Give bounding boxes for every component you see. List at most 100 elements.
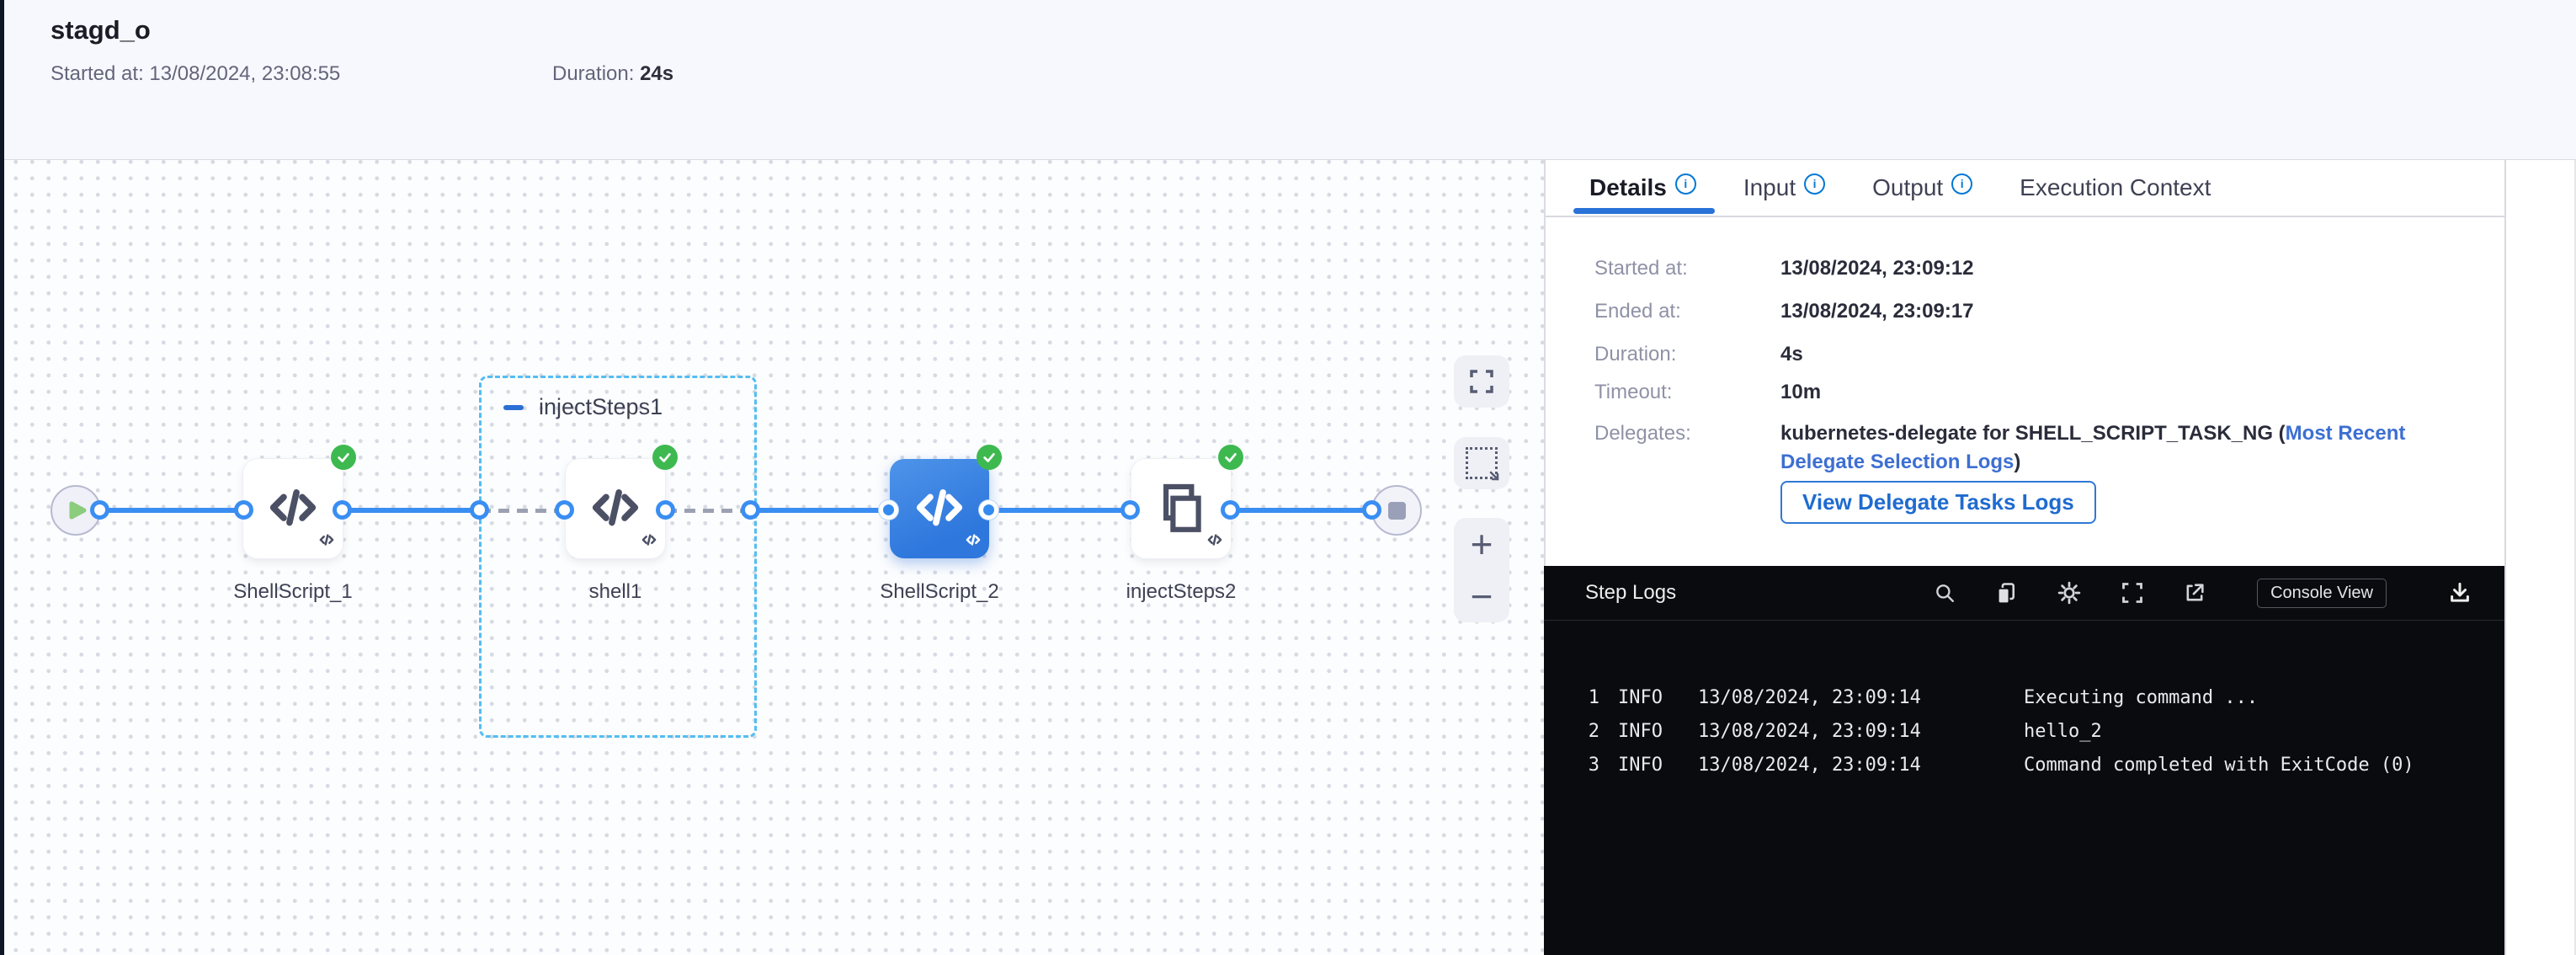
code-mini-icon <box>641 531 657 552</box>
canvas-marquee-select-button[interactable] <box>1454 437 1509 489</box>
code-icon <box>588 480 643 536</box>
canvas-zoom-controls: + − <box>1454 518 1509 622</box>
log-timestamp: 13/08/2024, 23:09:14 <box>1698 687 1921 708</box>
duration-text: Duration: 24s <box>552 62 674 85</box>
step-node-injectsteps2[interactable] <box>1131 459 1231 558</box>
field-label: Delegates: <box>1594 422 1691 445</box>
log-message: Executing command ... <box>2024 687 2259 708</box>
scrollbar-gutter[interactable] <box>2504 160 2576 955</box>
port <box>555 500 574 520</box>
port <box>979 500 998 520</box>
field-row: Duration: 4s <box>1594 340 2454 369</box>
code-mini-icon <box>318 531 335 552</box>
edge <box>1231 508 1372 513</box>
step-group-copy-icon <box>1153 480 1209 536</box>
port <box>90 500 109 520</box>
step-logs-header: Step Logs Console View <box>1544 566 2504 621</box>
port <box>1221 500 1240 520</box>
tab-execution-context[interactable]: Execution Context <box>2020 174 2211 200</box>
view-delegate-tasks-logs-button[interactable]: View Delegate Tasks Logs <box>1780 481 2096 524</box>
edge <box>100 508 243 513</box>
field-value: 10m <box>1780 381 1822 403</box>
delegates-value: kubernetes-delegate for SHELL_SCRIPT_TAS… <box>1780 422 2406 473</box>
step-node-shellscript-1[interactable] <box>243 459 343 558</box>
zoom-out-button[interactable]: − <box>1470 574 1493 618</box>
port <box>1362 500 1381 520</box>
open-in-new-tab-icon[interactable] <box>2183 581 2206 605</box>
log-toolbar: Console View <box>1934 578 2472 608</box>
port <box>470 500 489 520</box>
code-mini-icon <box>965 531 982 552</box>
info-icon[interactable]: i <box>1951 173 1973 195</box>
field-row: Timeout: 10m <box>1594 378 2454 407</box>
step-label[interactable]: injectSteps2 <box>1126 580 1237 603</box>
info-icon[interactable]: i <box>1674 173 1696 195</box>
log-level: INFO <box>1618 721 1663 742</box>
field-label: Timeout: <box>1594 381 1673 403</box>
console-view-button[interactable]: Console View <box>2257 578 2387 608</box>
collapse-group-icon[interactable] <box>503 405 524 410</box>
log-timestamp: 13/08/2024, 23:09:14 <box>1698 755 1921 776</box>
port <box>656 500 675 520</box>
step-group-injectSteps1[interactable] <box>479 376 757 738</box>
port <box>741 500 760 520</box>
step-label[interactable]: ShellScript_1 <box>233 580 353 603</box>
success-check-icon <box>977 445 1002 470</box>
success-check-icon <box>331 445 356 470</box>
edge <box>751 508 889 513</box>
field-value: 4s <box>1780 343 1803 365</box>
stage-header: stagd_o Started at: 13/08/2024, 23:08:55… <box>0 0 2576 160</box>
copy-logs-icon[interactable] <box>1994 581 2018 605</box>
port <box>1120 500 1140 520</box>
active-tab-underline <box>1573 208 1715 214</box>
success-check-icon <box>652 445 678 470</box>
port <box>879 500 898 520</box>
code-icon <box>265 480 321 536</box>
field-label: Ended at: <box>1594 300 1681 323</box>
field-label: Started at: <box>1594 257 1688 280</box>
stage-title: stagd_o <box>51 15 151 45</box>
field-label: Duration: <box>1594 343 1677 365</box>
log-line: 1 INFO 13/08/2024, 23:09:14 Executing comma… <box>1544 681 2504 715</box>
log-message: Command completed with ExitCode (0) <box>2024 755 2414 776</box>
marquee-select-icon <box>1466 447 1499 481</box>
field-row: Started at:13/08/2024, 23:09:12 <box>1594 254 2454 283</box>
stop-icon <box>1387 501 1406 520</box>
delegate-selection-logs-link[interactable]: Most Recent Delegate Selection Logs <box>1780 422 2406 473</box>
field-row: Ended at: 13/08/2024, 23:09:17 <box>1594 297 2454 326</box>
started-at-text: Started at: 13/08/2024, 23:08:55 <box>51 62 341 85</box>
field-value: 13/08/2024, 23:09:17 <box>1780 300 1974 323</box>
step-label[interactable]: ShellScript_2 <box>880 580 999 603</box>
log-message: hello_2 <box>2024 721 2102 742</box>
log-level: INFO <box>1618 687 1663 708</box>
port <box>234 500 253 520</box>
field-row-delegates: Delegates: kubernetes-delegate for SHELL… <box>1594 419 2454 477</box>
code-mini-icon <box>1206 531 1223 552</box>
step-node-shell1[interactable] <box>566 459 665 558</box>
log-fullscreen-icon[interactable] <box>2121 581 2144 605</box>
zoom-in-button[interactable]: + <box>1470 522 1493 566</box>
search-icon[interactable] <box>1934 582 1956 604</box>
play-icon <box>69 501 87 520</box>
info-icon[interactable]: i <box>1804 173 1826 195</box>
step-node-shellscript-2-selected[interactable] <box>890 459 989 558</box>
step-group-label[interactable]: injectSteps1 <box>539 394 663 419</box>
download-logs-icon[interactable] <box>2447 580 2472 606</box>
step-logs-title: Step Logs <box>1585 581 1677 604</box>
nav-rail-edge <box>0 0 4 955</box>
pipeline-canvas[interactable]: injectSteps1 <box>0 160 1544 955</box>
edge <box>343 508 480 513</box>
log-level: INFO <box>1618 755 1663 776</box>
step-label[interactable]: shell1 <box>588 580 642 603</box>
line-number: 1 <box>1588 687 1599 708</box>
log-timestamp: 13/08/2024, 23:09:14 <box>1698 721 1921 742</box>
code-icon <box>912 480 967 536</box>
log-settings-gear-icon[interactable] <box>2057 580 2082 606</box>
canvas-fullscreen-button[interactable] <box>1454 355 1509 408</box>
